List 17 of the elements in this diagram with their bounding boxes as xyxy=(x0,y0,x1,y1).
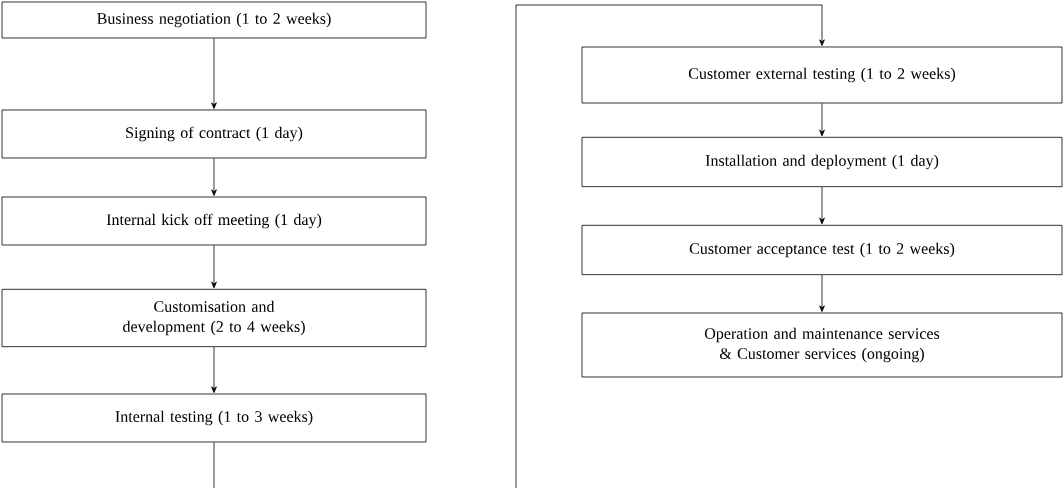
arrow xyxy=(211,245,217,289)
process-box: Installation and deployment (1 day) xyxy=(581,136,1063,188)
process-box: Internal testing (1 to 3 weeks) xyxy=(1,393,427,443)
process-box: Customisation and development (2 to 4 weeks) xyxy=(1,288,427,348)
arrow xyxy=(819,186,825,225)
process-box: Customer acceptance test (1 to 2 weeks) xyxy=(581,224,1063,276)
process-box: Customer external testing (1 to 2 weeks) xyxy=(581,46,1063,104)
arrow xyxy=(211,158,217,196)
process-box: Business negotiation (1 to 2 weeks) xyxy=(1,1,427,39)
process-box: Internal kick off meeting (1 day) xyxy=(1,196,427,246)
arrow xyxy=(211,38,217,109)
process-box: Operation and maintenance services & Customer services (ongoing) xyxy=(581,312,1063,378)
arrow xyxy=(819,103,825,137)
arrow xyxy=(211,346,217,393)
process-box: Signing of contract (1 day) xyxy=(1,109,427,159)
arrow xyxy=(819,274,825,312)
arrow xyxy=(213,4,825,488)
